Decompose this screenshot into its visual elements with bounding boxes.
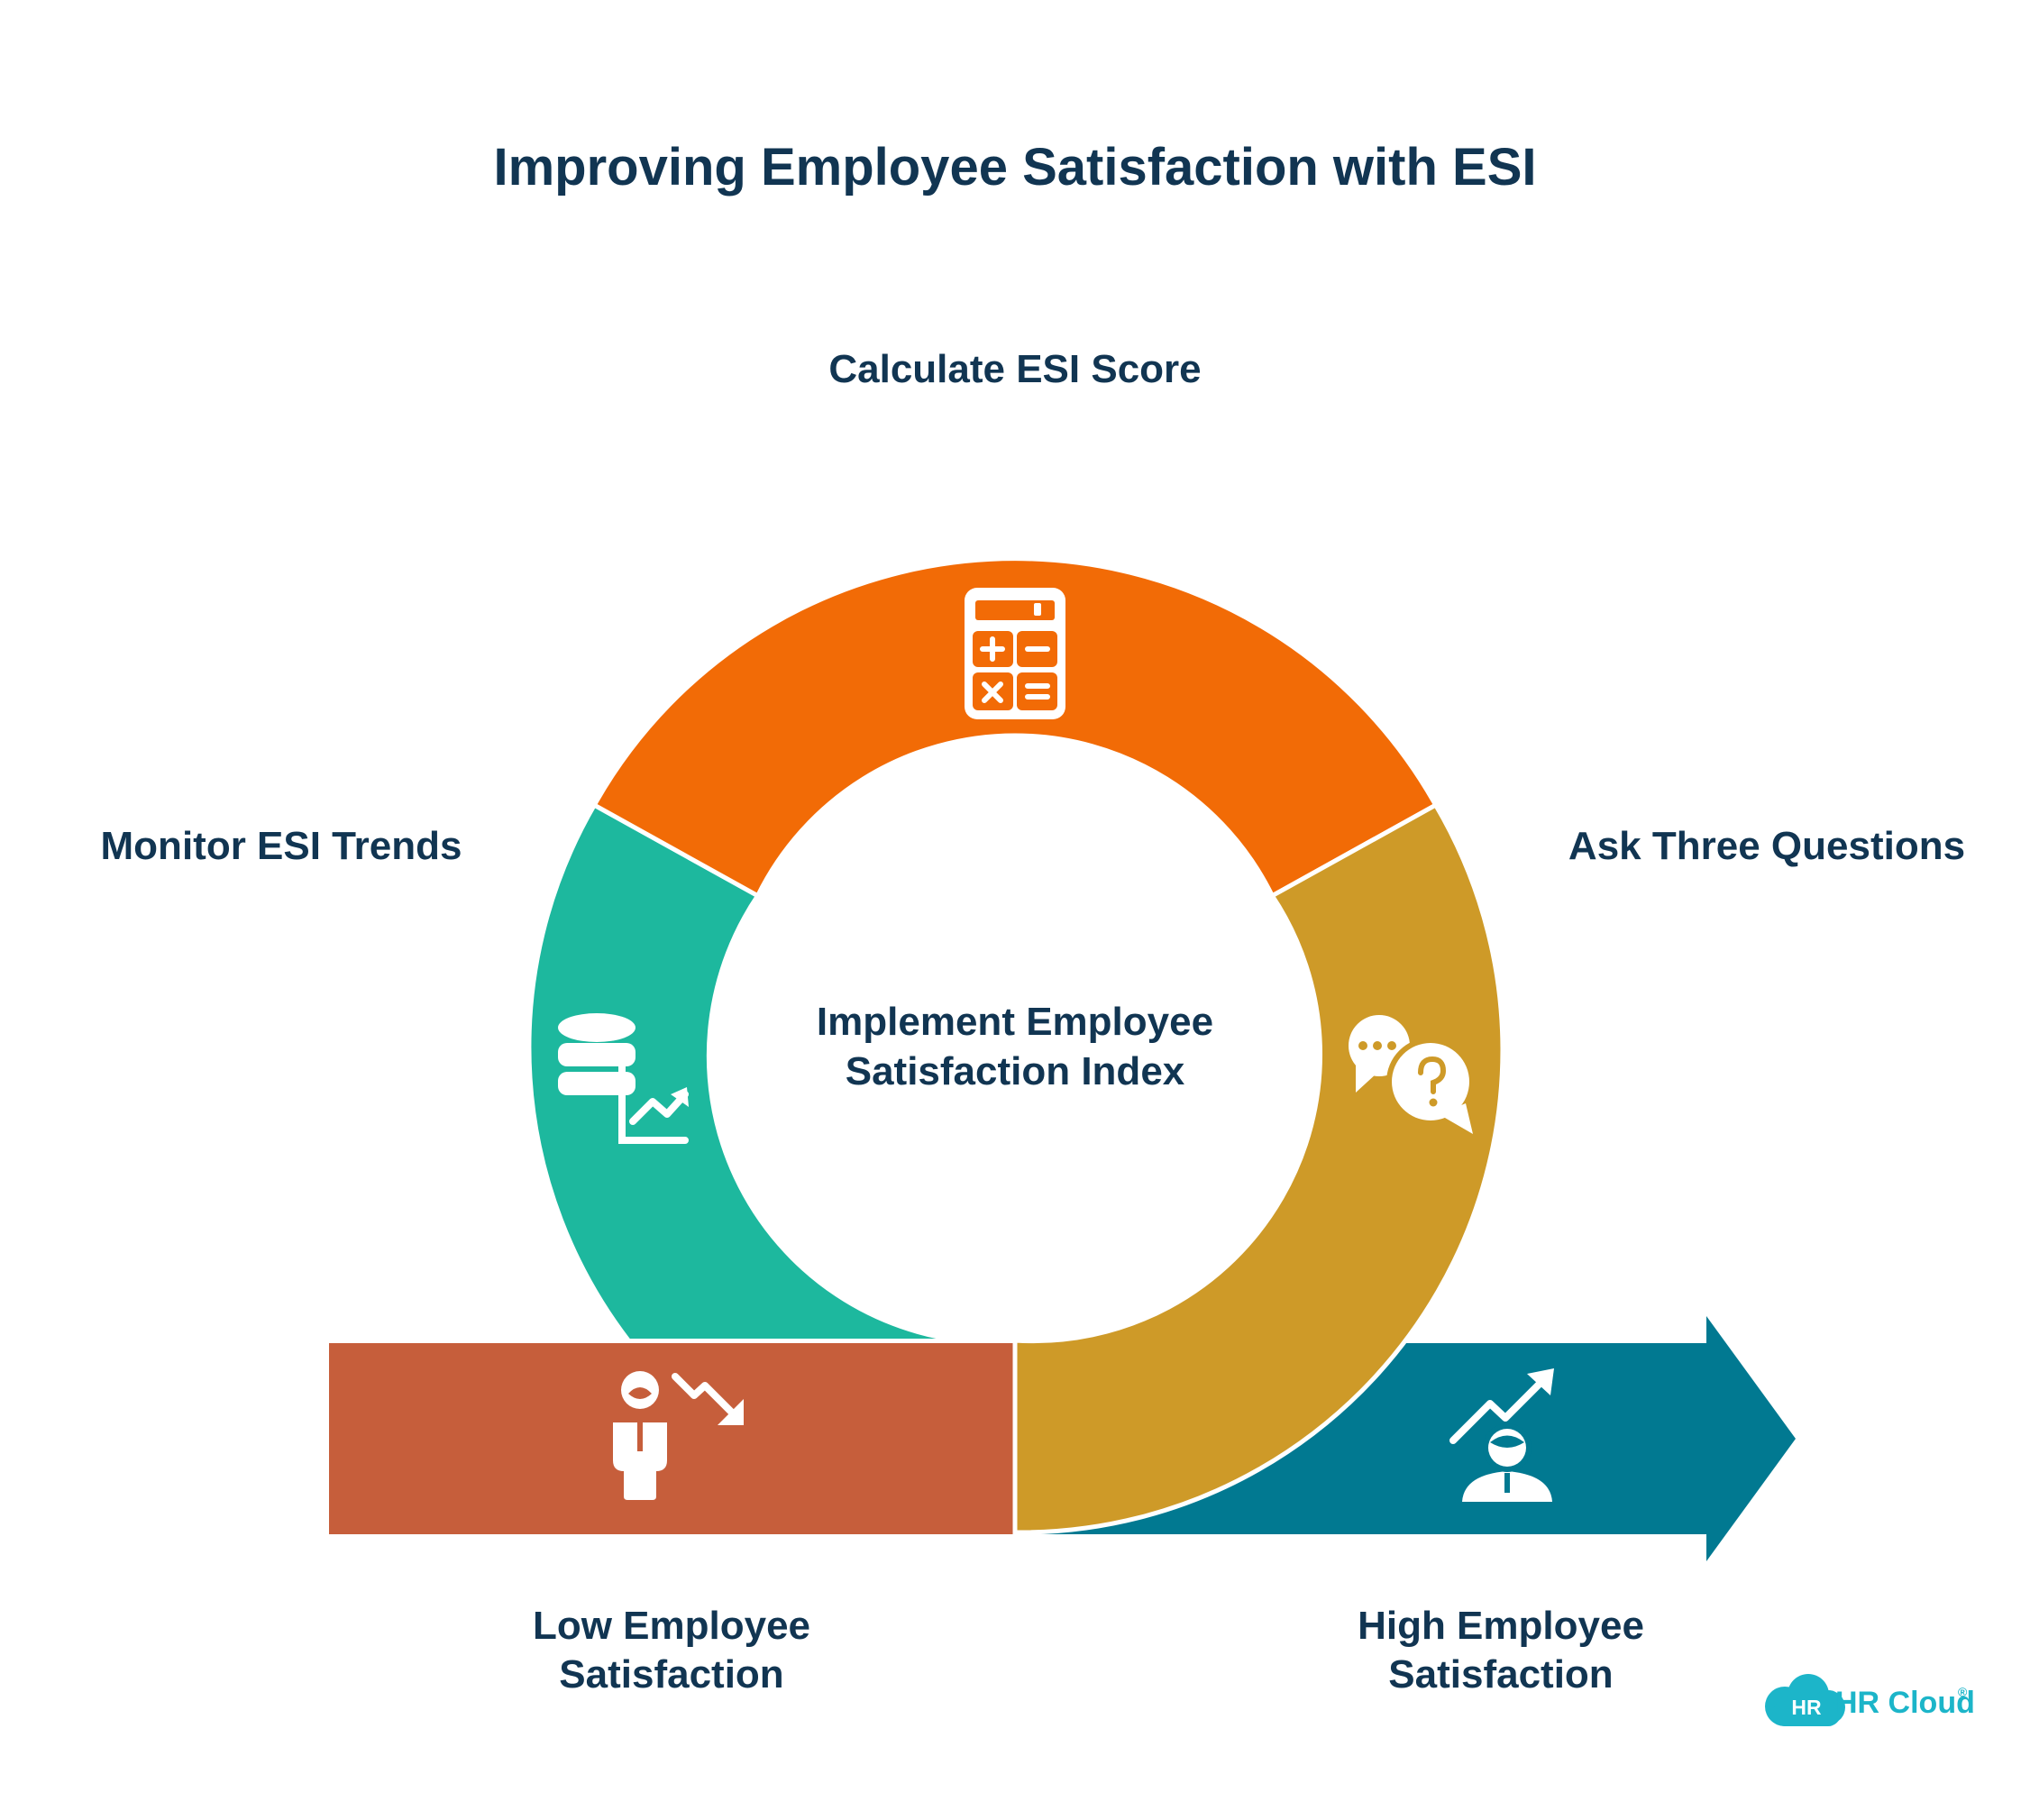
chat-question-icon (1349, 1015, 1475, 1134)
center-title-line-2: Satisfaction Index (846, 1049, 1185, 1093)
hr-cloud-logo: HR HR Cloud ® (1765, 1674, 1975, 1726)
center-title-line-1: Implement Employee (817, 1000, 1213, 1044)
person-trend-down-icon (613, 1371, 744, 1500)
cloud-icon (1765, 1674, 1845, 1726)
segment-calculate-esi-score (590, 556, 1440, 900)
low-satisfaction-label-line-2: Satisfaction (559, 1652, 783, 1697)
segment-monitor-esi-trends (526, 801, 965, 1343)
label-calculate-esi-score: Calculate ESI Score (828, 347, 1201, 391)
logo-badge-text: HR (1791, 1696, 1822, 1719)
segment-ask-three-questions (1012, 801, 1505, 1535)
label-ask-three-questions: Ask Three Questions (1568, 824, 1965, 868)
low-satisfaction-bar (329, 1343, 1016, 1534)
calculator-icon (965, 588, 1065, 719)
center-circle (730, 765, 1300, 1335)
logo-wordmark: HR Cloud (1835, 1686, 1975, 1720)
low-satisfaction-label-line-1: Low Employee (533, 1604, 810, 1648)
page-title: Improving Employee Satisfaction with ESI (494, 138, 1537, 197)
person-trend-up-icon (1449, 1368, 1554, 1502)
database-trend-icon (558, 1013, 689, 1144)
logo-registered-mark: ® (1958, 1685, 1968, 1699)
label-monitor-esi-trends: Monitor ESI Trends (101, 824, 462, 868)
high-satisfaction-label-line-2: Satisfaction (1388, 1652, 1613, 1697)
high-satisfaction-label-line-1: High Employee (1358, 1604, 1644, 1648)
